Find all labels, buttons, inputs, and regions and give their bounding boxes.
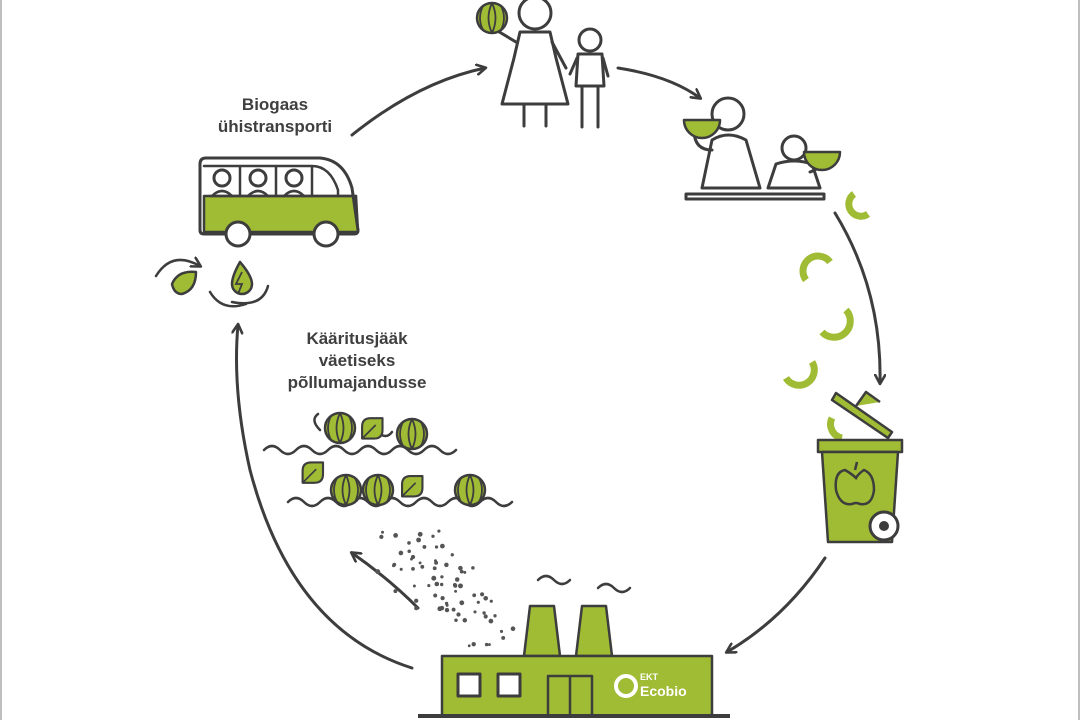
particle-dot	[510, 626, 516, 632]
particle-dot	[398, 550, 404, 556]
particle-dot	[456, 612, 461, 617]
particle-dot	[458, 565, 463, 571]
particle-dot	[392, 562, 397, 567]
particle-dot	[463, 570, 467, 574]
particle-dot	[459, 600, 465, 606]
particle-dot	[375, 569, 381, 575]
energy-drop-icon	[230, 260, 254, 296]
particle-dot	[410, 557, 413, 561]
particle-dot	[499, 629, 504, 633]
ekt-ecobio-logo: EKT Ecobio	[614, 672, 687, 699]
particle-dot	[445, 603, 449, 607]
particle-dot	[416, 537, 422, 543]
particle-dot	[431, 534, 435, 538]
particle-dot	[440, 575, 444, 579]
particle-dot	[407, 541, 411, 545]
particle-dot	[444, 562, 449, 568]
particle-dot	[472, 593, 477, 598]
biogas-plant-icon: EKT Ecobio	[418, 574, 730, 718]
particle-dot	[407, 549, 411, 554]
arrow-family-to-eating	[616, 66, 700, 98]
fertilizer-label: Kääritusjääk väetiseks põllumajandusse	[262, 328, 452, 394]
particle-dot	[493, 614, 497, 618]
particle-dot	[440, 595, 445, 601]
leaf-icon	[170, 270, 198, 296]
particle-dot	[393, 589, 398, 594]
particle-dot	[462, 618, 468, 623]
bus-icon	[198, 156, 360, 248]
particle-dot	[454, 618, 458, 623]
particle-dot	[489, 599, 493, 603]
logo-text-ekt: EKT	[640, 672, 659, 682]
particle-dot	[427, 584, 431, 588]
particle-dot	[480, 592, 485, 597]
particle-dot	[417, 531, 423, 537]
particle-dot	[420, 564, 425, 569]
particle-dot	[451, 607, 456, 612]
bus-biogas-label: Biogaas ühistransporti	[180, 94, 370, 138]
particle-dot	[434, 581, 440, 587]
particle-dot	[444, 607, 450, 613]
particle-dot	[418, 561, 422, 565]
particle-dot	[439, 605, 445, 611]
particle-dot	[488, 618, 494, 624]
logo-text-ecobio: Ecobio	[640, 683, 687, 699]
particle-dot	[454, 589, 458, 593]
watermelon-icon	[475, 1, 509, 35]
particle-dot	[483, 614, 488, 619]
particle-dot	[453, 583, 458, 588]
particle-dot	[483, 595, 489, 601]
particle-dot	[381, 530, 384, 534]
particle-dot	[434, 545, 439, 549]
apple-core-icon	[834, 461, 876, 506]
particle-dot	[432, 566, 437, 571]
arrow-bin-to-plant	[727, 556, 827, 652]
particle-dot	[467, 644, 471, 648]
particle-dot	[411, 567, 415, 571]
particle-dot	[414, 598, 419, 603]
particle-dot	[412, 584, 416, 588]
particle-dot	[431, 575, 437, 581]
arrow-plant-to-field	[352, 553, 420, 610]
rind-icon	[783, 191, 871, 389]
particle-dot	[458, 583, 463, 589]
particle-dot	[487, 643, 491, 647]
particle-dot	[484, 642, 489, 647]
bus-label-line2: ühistransporti	[217, 117, 333, 136]
fertilizer-label-line2: väetiseks	[318, 351, 396, 370]
particle-dot	[399, 567, 403, 571]
particle-dot	[433, 593, 438, 598]
particle-dot	[422, 544, 427, 549]
fertilizer-label-line3: põllumajandusse	[287, 373, 427, 392]
eating-family-icon	[682, 96, 842, 201]
fertilizer-particles-icon	[375, 529, 516, 648]
particle-dot	[482, 611, 486, 615]
biowaste-bin-icon	[816, 390, 904, 544]
particle-dot	[393, 533, 398, 538]
particle-dot	[434, 560, 439, 565]
particle-dot	[414, 606, 419, 611]
arrow-plant-to-recycle	[237, 325, 414, 670]
particle-dot	[454, 577, 460, 582]
particle-dot	[473, 610, 477, 614]
particle-dot	[471, 566, 475, 570]
particle-dot	[437, 529, 441, 533]
particle-dot	[501, 635, 506, 640]
family-icon	[475, 0, 610, 129]
particle-dot	[440, 543, 445, 549]
arrow-bus-to-family	[350, 68, 485, 137]
recycle-leaf-energy-icon	[154, 260, 270, 308]
arrow-rinds-to-bin	[833, 211, 880, 383]
watermelon-field-icon	[262, 411, 514, 508]
particle-dot	[476, 600, 480, 604]
particle-dot	[379, 534, 384, 540]
particle-dot	[459, 569, 464, 574]
particle-dot	[439, 582, 444, 587]
bus-label-line1: Biogaas	[241, 95, 309, 114]
particle-dot	[471, 642, 476, 647]
fertilizer-label-line1: Kääritusjääk	[306, 329, 408, 348]
particle-dot	[450, 553, 454, 557]
